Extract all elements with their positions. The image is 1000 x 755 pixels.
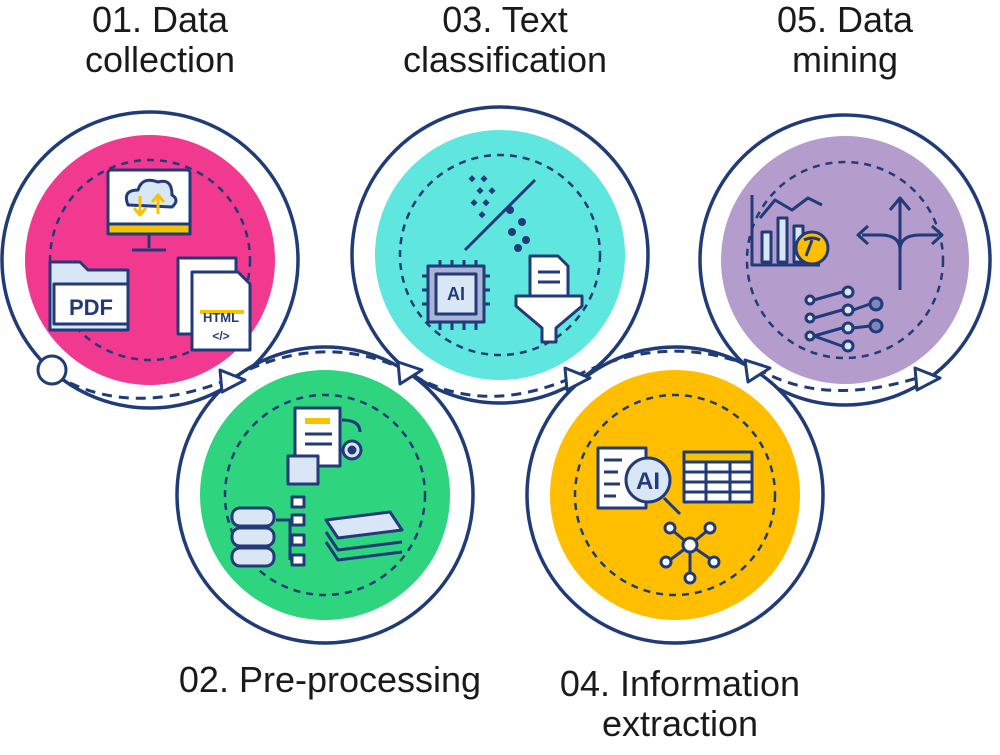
arrowheads (218, 358, 942, 394)
start-marker (36, 354, 68, 386)
stage-4-fill (550, 370, 800, 620)
data-split-icon (468, 175, 530, 252)
network-hub-icon (659, 521, 721, 585)
stage-4-label: 04. Information extraction (520, 664, 840, 744)
ai-lens-label: AI (636, 468, 660, 495)
stage-1-title-line1: Data (152, 0, 229, 40)
stage-2-icons (230, 406, 404, 568)
ai-magnifier-icon: AI (596, 446, 682, 516)
arrow-3-icon (563, 366, 592, 392)
ai-chip-label: AI (447, 284, 465, 304)
arrow-5-icon (913, 366, 942, 392)
inner-dashed-rings (48, 153, 945, 597)
pdf-folder-icon: PDF (48, 260, 130, 332)
paper-stack-icon (324, 510, 404, 562)
stage-5-fill (721, 136, 969, 384)
database-tree-icon (230, 495, 306, 568)
stage-5-title-line1: Data (837, 0, 914, 40)
stage-1-label: 01. Data collection (40, 0, 280, 80)
network-nodes-icon (804, 285, 884, 353)
stage-1-icons: PDF HTML </> (48, 168, 252, 352)
chart-mining-icon (750, 195, 830, 267)
split-arrows-icon (856, 196, 944, 290)
stage-2-number: 02. (178, 659, 229, 700)
pdf-label: PDF (69, 295, 113, 320)
stage-3-title-line1: Text (501, 0, 568, 40)
stage-2-label: 02. Pre-processing (130, 660, 530, 700)
html-label: HTML (203, 310, 239, 325)
stage-5-inner-ring (745, 160, 945, 360)
stage-4-title-line2: extraction (601, 703, 759, 744)
connector-path (54, 349, 936, 400)
stage-1-inner-ring (48, 158, 252, 362)
cloud-monitor-icon (106, 168, 192, 252)
stage-3-icons: AI (422, 175, 584, 344)
stage-2-inner-ring (223, 393, 427, 597)
stage-4-title-line1: Information (619, 663, 801, 704)
stage-3-inner-ring (398, 153, 602, 357)
stage-3-label: 03. Text classification (360, 0, 650, 80)
document-gear-icon (286, 406, 363, 486)
html-file-icon: HTML </> (176, 256, 252, 352)
html-tag-label: </> (212, 329, 229, 343)
stage-4-icons: AI (596, 446, 754, 585)
stage-4-number: 04. (559, 663, 610, 704)
split-line (463, 178, 537, 252)
stage-1-title-line2: collection (84, 39, 236, 80)
stage-5-number: 05. (776, 0, 827, 40)
stage-4-inner-ring (573, 393, 777, 597)
arrow-2-icon (396, 360, 424, 386)
stage-1-number: 01. (91, 0, 142, 40)
stage-5-title-line2: mining (791, 39, 899, 80)
ai-chip-icon: AI (422, 260, 490, 330)
stage-3-title-line2: classification (402, 39, 608, 80)
data-table-icon (682, 450, 754, 504)
stage-5-label: 05. Data mining (730, 0, 960, 80)
filter-funnel-icon (514, 254, 584, 344)
arrow-4-icon (743, 358, 772, 384)
stage-3-number: 03. (442, 0, 493, 40)
stage-2-title-line1: Pre-processing (238, 659, 482, 700)
stage-5-icons (750, 195, 944, 353)
arrow-1-icon (218, 368, 247, 394)
stage-3-fill (375, 130, 625, 380)
